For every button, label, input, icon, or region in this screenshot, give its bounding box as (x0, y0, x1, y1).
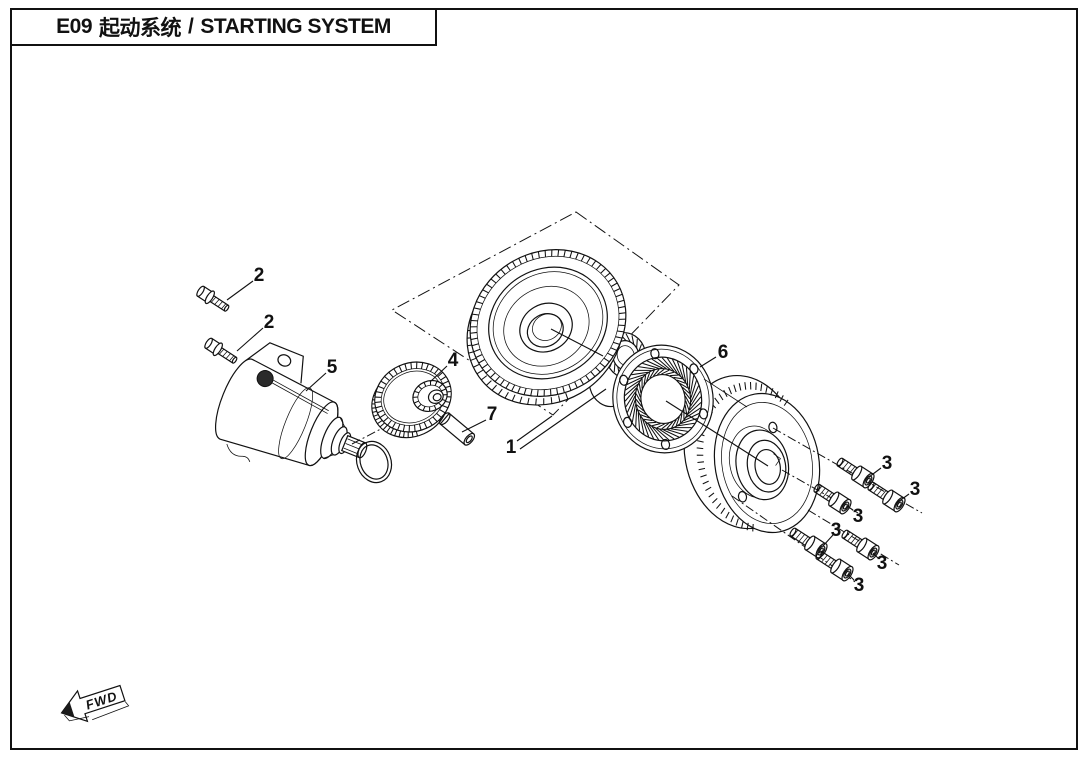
flywheel-rotor-drawing (683, 374, 821, 534)
fwd-label: FWD (84, 688, 120, 712)
callout-1: 1 (506, 437, 517, 458)
flywheel-bolt (812, 546, 856, 584)
shaft-pin-drawing (438, 412, 476, 446)
leader-line (846, 505, 854, 511)
starter-motor-drawing (215, 342, 368, 467)
callout-3e: 3 (877, 553, 888, 574)
callout-3c: 3 (853, 506, 864, 527)
flywheel-bolt (838, 525, 882, 563)
leader-line (872, 552, 879, 559)
leader-line (236, 327, 264, 352)
callout-5: 5 (327, 357, 338, 378)
callout-4: 4 (448, 350, 459, 371)
flywheel-bolt (864, 477, 908, 515)
motor-bracket (244, 342, 304, 384)
callout-3a: 3 (882, 453, 893, 474)
callout-3b: 3 (910, 479, 921, 500)
leader-line (868, 467, 882, 478)
callout-2b: 2 (264, 312, 275, 333)
title-english: STARTING SYSTEM (200, 15, 391, 38)
diagram-title-box: E09 起动系统 / STARTING SYSTEM (10, 8, 437, 46)
title-chinese: 起动系统 (99, 17, 182, 40)
assembly-axis-line (351, 419, 399, 445)
motor-bolt (194, 283, 233, 316)
callout-7: 7 (487, 404, 498, 425)
leader-line (429, 365, 448, 383)
phantom-plane-outline (391, 211, 680, 416)
leader-line (822, 534, 834, 547)
driven-gear-drawing (466, 249, 627, 406)
callout-3d: 3 (831, 520, 842, 541)
gear-bearing-axis-line (550, 328, 604, 357)
leader-line (516, 388, 607, 450)
leader-line (699, 356, 717, 368)
leader-line (897, 493, 910, 503)
oring-drawing (355, 440, 393, 484)
leader-line (461, 419, 487, 433)
motor-terminal (256, 370, 274, 388)
motor-bolt (202, 335, 241, 368)
page-border (10, 8, 1078, 750)
leader-line (305, 372, 327, 392)
fwd-arrow: FWD (60, 684, 130, 723)
clutch-hub-axis-line (665, 400, 769, 467)
leader-line (226, 280, 254, 301)
callout-2a: 2 (254, 265, 265, 286)
flywheel-bolt (810, 479, 854, 517)
title-separator: / (188, 15, 194, 38)
sprag-clutch-ring (623, 356, 703, 442)
callout-3f: 3 (854, 575, 865, 596)
leader-line (847, 573, 855, 581)
bolt-centerline (807, 509, 900, 566)
flange-align-line (703, 378, 748, 408)
title-code: E09 (56, 15, 93, 38)
clutch-flange-drawing (612, 344, 714, 454)
callout-6: 6 (718, 342, 729, 363)
fwd-arrow-tip (61, 701, 75, 718)
